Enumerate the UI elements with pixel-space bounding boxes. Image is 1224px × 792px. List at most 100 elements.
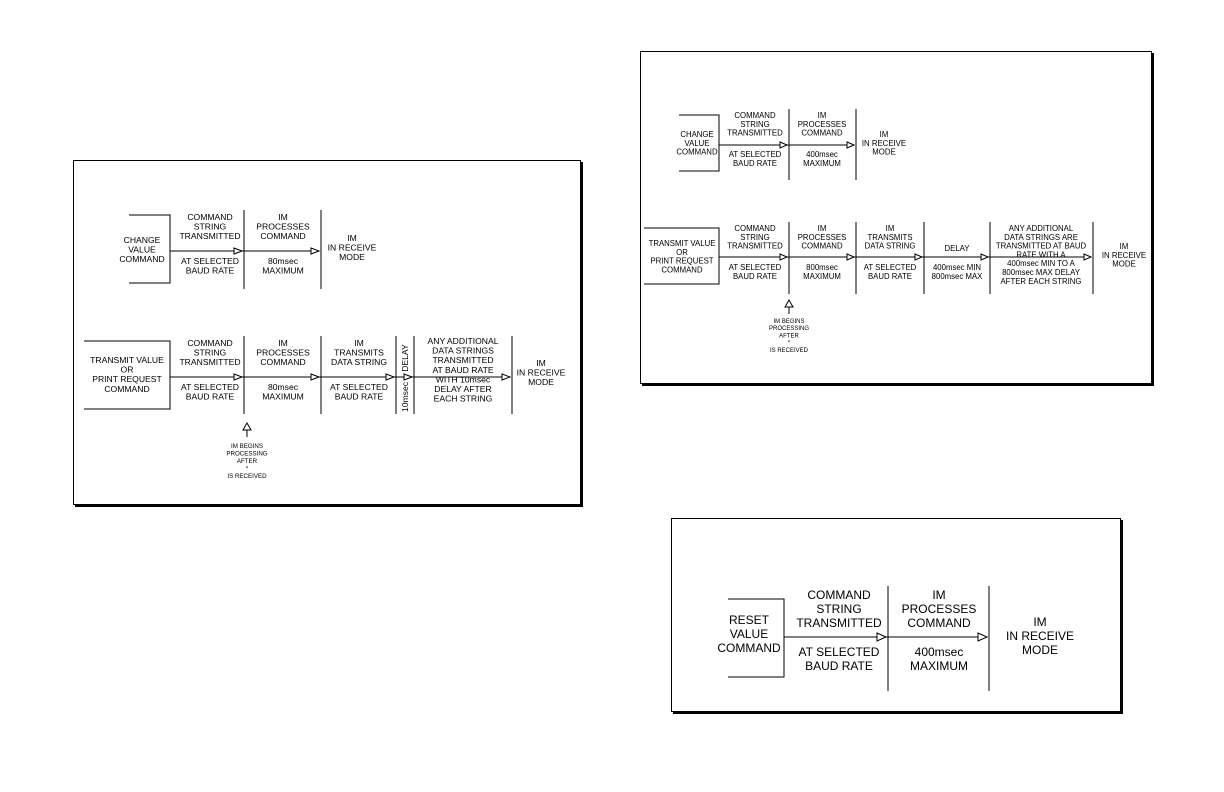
- text-line: WITH 10msec: [436, 374, 491, 384]
- text-line: IM: [278, 212, 288, 222]
- transmit-delay-value: 10msec: [400, 381, 410, 412]
- text-line: MODE: [1112, 260, 1135, 269]
- text-line: MAXIMUM: [803, 272, 841, 281]
- text-line: PRINT REQUEST: [92, 374, 162, 384]
- text-line: PROCESSES: [902, 602, 977, 616]
- text-line: PROCESSING: [769, 326, 809, 332]
- text-line: ANY ADDITIONAL: [428, 336, 499, 346]
- text-line: PROCESSING: [226, 451, 267, 458]
- text-line: IN RECEIVE: [328, 243, 377, 253]
- text-line: AT SELECTED: [181, 256, 239, 266]
- text-line: 800msec: [806, 263, 838, 272]
- text-line: AFTER EACH STRING: [1000, 277, 1081, 286]
- text-line: MAXIMUM: [910, 659, 968, 673]
- text-line: AT SELECTED: [181, 382, 239, 392]
- text-line: STRING: [816, 602, 861, 616]
- text-line: TRANSMITS: [334, 348, 384, 358]
- text-line: 80msec: [268, 382, 299, 392]
- text-line: IN RECEIVE: [1102, 251, 1146, 260]
- text-line: VALUE: [685, 139, 710, 148]
- text-line: TRANSMITTED AT BAUD: [996, 242, 1087, 251]
- text-line: AT SELECTED: [799, 645, 880, 659]
- text-line: COMMAND: [260, 231, 305, 241]
- text-line: DELAY AFTER: [434, 384, 491, 394]
- text-line: ANY ADDITIONAL: [1009, 224, 1074, 233]
- text-line: IN RECEIVE: [517, 368, 566, 378]
- text-line: IM: [886, 224, 895, 233]
- text-line: IM: [818, 224, 827, 233]
- text-line: BAUD RATE: [733, 159, 777, 168]
- text-line: TRANSMITS: [867, 233, 912, 242]
- text-line: DELAY: [945, 244, 971, 253]
- text-line: COMMAND: [187, 212, 232, 222]
- text-line: 400msec MIN TO A: [1007, 259, 1076, 268]
- text-line: BAUD RATE: [186, 266, 235, 276]
- text-line: AT SELECTED: [330, 382, 388, 392]
- text-line: *: [246, 466, 249, 473]
- text-line: IM: [347, 233, 357, 243]
- text-line: DATA STRING: [865, 242, 916, 251]
- text-line: MODE: [1022, 643, 1058, 657]
- text-line: DATA STRINGS ARE: [1004, 233, 1078, 242]
- text-line: TRANSMITTED: [727, 129, 783, 138]
- text-line: COMMAND: [801, 129, 843, 138]
- text-line: STRING: [740, 233, 769, 242]
- text-line: COMMAND: [676, 148, 718, 157]
- text-line: 400msec: [915, 645, 964, 659]
- text-line: COMMAND: [801, 242, 843, 251]
- text-line: COMMAND: [907, 616, 971, 630]
- transmit-delay-label: DELAY: [400, 344, 410, 372]
- text-line: VALUE: [730, 627, 768, 641]
- text-line: TRANSMITTED: [432, 355, 493, 365]
- text-line: COMMAND: [807, 588, 871, 602]
- text-line: TRANSMITTED: [727, 242, 783, 251]
- text-line: RESET: [729, 613, 770, 627]
- text-line: AT SELECTED: [864, 263, 917, 272]
- text-line: MAXIMUM: [803, 159, 841, 168]
- text-line: COMMAND: [734, 224, 776, 233]
- text-line: CHANGE: [124, 235, 161, 245]
- text-line: RATE WITH A: [1016, 250, 1066, 259]
- text-line: DATA STRINGS: [432, 346, 494, 356]
- text-line: COMMAND: [187, 338, 232, 348]
- text-line: DATA STRING: [331, 357, 387, 367]
- text-line: IM: [354, 338, 364, 348]
- text-line: TRANSMITTED: [179, 231, 240, 241]
- text-line: IM BEGINS: [773, 319, 804, 325]
- text-line: AFTER: [779, 333, 799, 339]
- text-line: PROCESSES: [256, 222, 310, 232]
- text-line: *: [788, 341, 791, 347]
- text-line: COMMAND: [260, 357, 305, 367]
- text-line: VALUE: [128, 245, 156, 255]
- text-line: CHANGE: [680, 130, 713, 139]
- text-line: PROCESSES: [798, 233, 847, 242]
- text-line: MODE: [872, 148, 895, 157]
- text-line: 400msec MIN: [933, 263, 981, 272]
- text-line: IS RECEIVED: [227, 473, 267, 480]
